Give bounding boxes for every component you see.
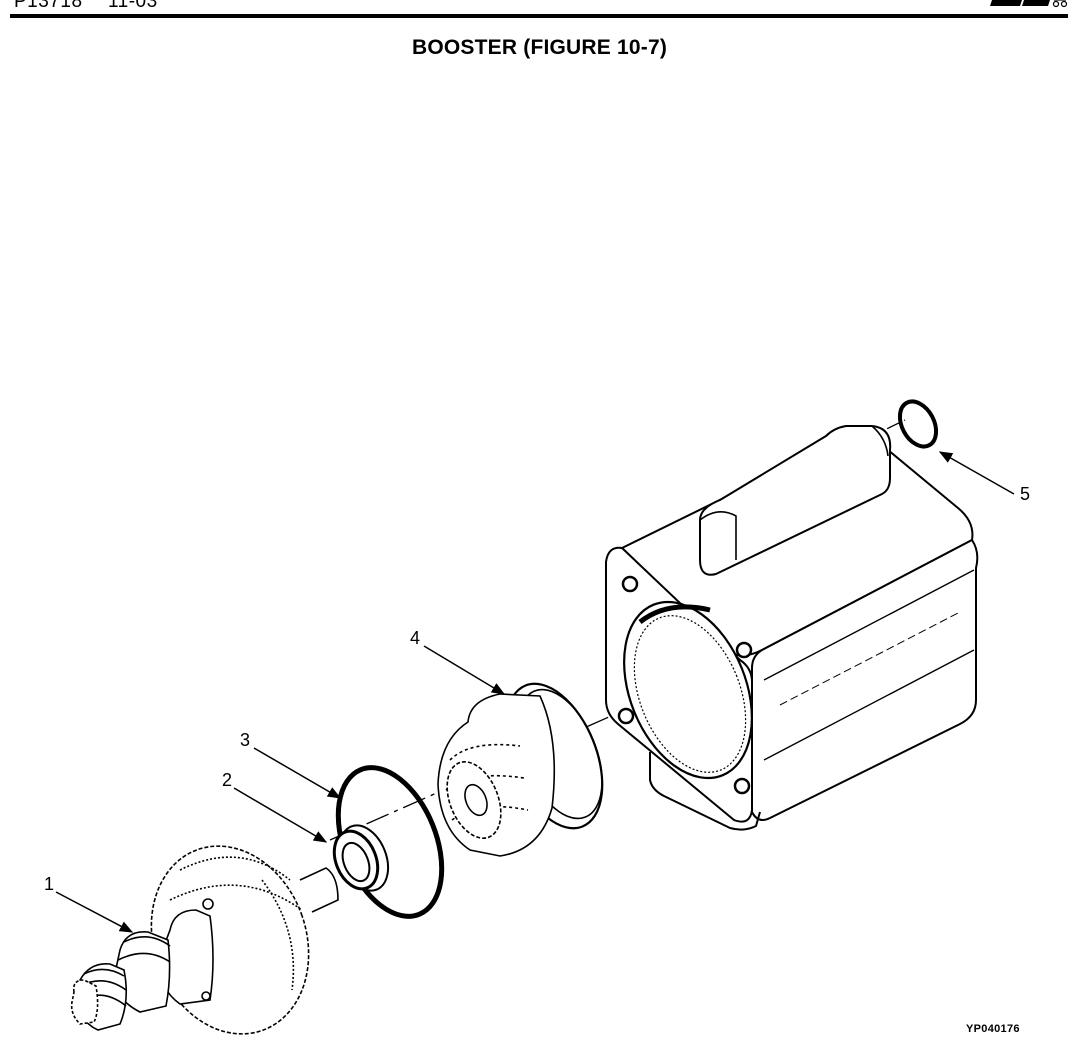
part-2-seal <box>332 824 390 892</box>
callout-number-3: 3 <box>240 730 251 750</box>
part-5-o-ring <box>897 399 939 449</box>
leader-3 <box>253 747 342 799</box>
callout-number-4: 4 <box>410 628 421 648</box>
document-date-code: 11-03 <box>108 0 158 12</box>
leader-5 <box>938 451 1015 495</box>
leader-1 <box>55 891 134 933</box>
part-4-piston <box>437 682 604 857</box>
callout-number-2: 2 <box>222 770 233 790</box>
brand-logo-icon <box>990 0 1068 8</box>
figure-code: YP040176 <box>966 1023 1020 1035</box>
leader-4 <box>423 645 506 695</box>
leader-2 <box>233 787 328 843</box>
part-1-piston-assembly <box>70 845 339 1035</box>
page-title: BOOSTER (FIGURE 10-7) <box>411 36 668 59</box>
header-rule <box>10 14 1068 18</box>
document-id: P13718 <box>14 0 83 12</box>
booster-housing <box>605 425 979 831</box>
callout-number-5: 5 <box>1020 484 1031 504</box>
page-header: P13718 11-03 <box>0 0 1079 20</box>
callout-leaders <box>55 451 1015 933</box>
callout-number-1: 1 <box>44 874 55 894</box>
